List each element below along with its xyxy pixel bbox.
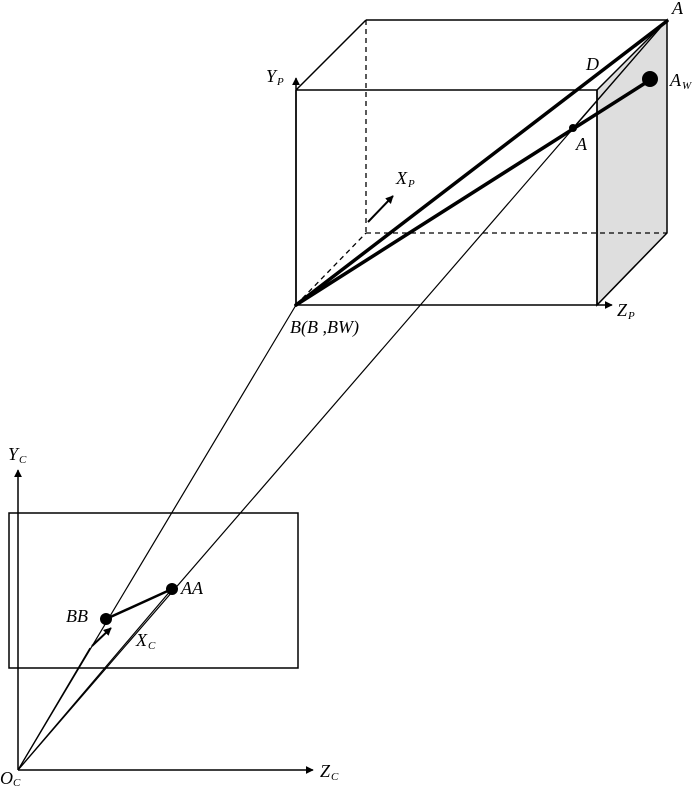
ray-oc-to-aa [17,588,173,771]
box-edge-top-left [295,19,367,91]
label-zp: ZP [617,300,635,322]
xc-arrow [91,627,112,647]
point-aw [642,71,658,87]
points [100,71,658,625]
label-b: B(B ,BW) [290,317,359,338]
xc-axis [17,647,91,771]
segment-b-to-aw [294,78,652,307]
point-a-projected [569,124,577,132]
label-a-top: A [671,0,684,18]
label-zc: ZC [320,761,339,783]
segment-bb-to-aa [104,587,174,621]
shaded-right-face [596,18,668,307]
point-aa [166,583,178,595]
label-oc: OC [0,768,21,788]
segment-b-to-a [294,19,669,307]
label-aw: AW [669,70,692,92]
label-yp: YP [266,66,284,88]
box [295,18,668,307]
ray-oc-to-a [17,19,668,771]
label-bb: BB [66,606,88,626]
point-bb [100,613,112,625]
xp-arrow [367,195,394,223]
label-yc: YC [8,444,27,466]
label-xc: XC [135,630,156,652]
label-aa: AA [180,578,204,598]
p-axes [292,77,613,309]
xp-axis-dashed [295,232,367,306]
image-plane-rect [8,512,299,669]
label-xp: XP [395,168,415,190]
label-a-projected: A [575,134,588,154]
ray-a-to-aproj [572,19,668,129]
c-system [8,469,314,774]
label-d: D [585,54,599,74]
thick-segments [104,19,669,621]
